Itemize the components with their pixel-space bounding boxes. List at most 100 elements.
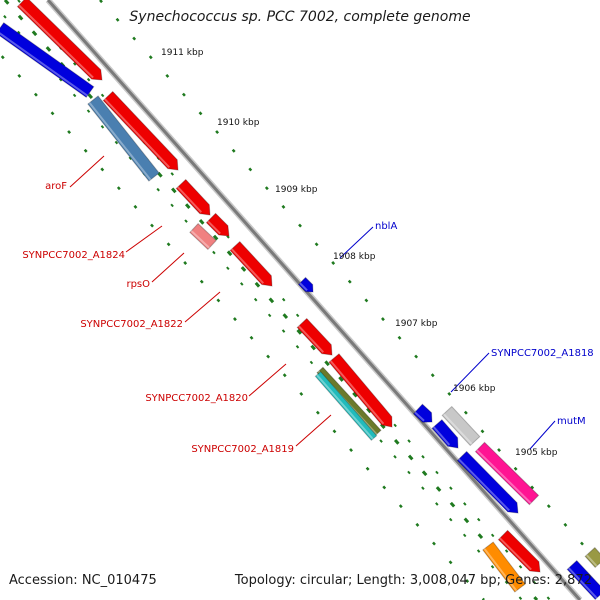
- gene-bar-shape: [497, 529, 541, 573]
- gene-bar-shape: [314, 370, 378, 442]
- gene-bar: [0, 22, 95, 98]
- gene-bar-shape: [474, 441, 540, 506]
- gene-label-leader: [295, 414, 332, 447]
- gene-bar-highlight: [88, 102, 152, 181]
- gene-label: SYNPCC7002_A1822: [80, 319, 183, 330]
- gene-label: SYNPCC7002_A1824: [22, 250, 125, 261]
- gene-bar-shape: [297, 276, 314, 293]
- genome-backbone: [45, 0, 583, 600]
- gene-bar-highlight: [299, 282, 308, 291]
- kbp-tick-label: 1906 kbp: [453, 384, 496, 394]
- gene-bar-shape: [328, 353, 393, 428]
- gene-bar-highlight: [567, 567, 598, 599]
- gene-bar-highlight: [316, 374, 374, 440]
- gene-bar-shape: [441, 405, 481, 447]
- gene-label: aroF: [45, 181, 67, 192]
- gene-label: SYNPCC7002_A1820: [145, 393, 248, 404]
- gene-bar: [584, 546, 600, 569]
- gene-label: SYNPCC7002_A1819: [191, 444, 294, 455]
- kbp-tick-label: 1908 kbp: [333, 252, 376, 262]
- genome-title: Synechococcus sp. PCC 7002, complete gen…: [129, 9, 471, 25]
- guide-dotted-line-5: [0, 52, 485, 600]
- topology-summary: Topology: circular; Length: 3,008,047 bp…: [234, 573, 592, 588]
- guide-dotted-line-1: [3, 0, 539, 600]
- gene-bar: [229, 240, 273, 287]
- gene-bar-highlight: [483, 548, 518, 592]
- gene-bar: [497, 529, 541, 573]
- guide-dotted-line-4: [0, 9, 523, 600]
- gene-bar: [102, 90, 179, 171]
- gene-bar-highlight: [18, 4, 94, 79]
- gene-bar-shape: [296, 317, 333, 356]
- gene-label-leader: [529, 420, 556, 450]
- gene-bar: [175, 178, 211, 216]
- gene-bar-shape: [431, 419, 459, 449]
- gene-label: rpsO: [126, 279, 150, 290]
- gene-bar-shape: [189, 222, 217, 251]
- gene-bar-highlight: [207, 220, 221, 235]
- gene-bar-shape: [456, 450, 519, 514]
- gene-label-leader: [339, 226, 374, 259]
- gene-label-leader: [450, 352, 490, 393]
- kbp-tick-label: 1910 kbp: [217, 118, 260, 128]
- gene-bar: [566, 559, 600, 600]
- gene-bar-highlight: [442, 413, 473, 445]
- guide-dotted-line-2: [17, 0, 551, 600]
- gene-bar: [87, 95, 160, 182]
- gene-bar-shape: [175, 178, 211, 216]
- gene-bar-highlight: [414, 411, 425, 422]
- gene-label: mutM: [557, 416, 586, 427]
- gene-label: nblA: [375, 221, 397, 232]
- kbp-tick-label: 1907 kbp: [395, 319, 438, 329]
- gene-bar: [474, 441, 540, 506]
- gene-bar-shape: [16, 0, 103, 81]
- gene-labels: aroF SYNPCC7002_A1824 rpsO SYNPCC7002_A1822…: [22, 181, 593, 455]
- gene-bar-shape: [229, 240, 273, 287]
- gene-bar-shape: [205, 212, 230, 237]
- gene-bar: [441, 405, 481, 447]
- gene-bar-highlight: [190, 230, 210, 249]
- gene-bar: [456, 450, 519, 514]
- gene-bar-highlight: [104, 98, 170, 168]
- gene-bar: [412, 403, 433, 423]
- gene-bar-highlight: [0, 32, 88, 97]
- gene-bar-highlight: [476, 449, 532, 504]
- gene-bar-shape: [482, 541, 526, 593]
- accession-text: Accession: NC_010475: [9, 573, 157, 588]
- gene-label-leader: [151, 252, 185, 283]
- gene-bar: [328, 353, 393, 428]
- gene-bar: [296, 317, 333, 356]
- gene-bar: [205, 212, 230, 237]
- gene-bar-highlight: [230, 248, 264, 284]
- gene-bar-highlight: [297, 325, 324, 353]
- gene-bar-highlight: [329, 360, 385, 425]
- gene-bar-shape: [412, 403, 433, 423]
- gene-bar-highlight: [458, 458, 510, 512]
- gene-bar-highlight: [432, 426, 451, 446]
- gene-bar-shape: [566, 559, 600, 600]
- kbp-tick-label: 1905 kbp: [515, 448, 558, 458]
- gene-label-leader: [69, 155, 105, 188]
- kbp-tick-label: 1911 kbp: [161, 48, 204, 58]
- gene-bar-shape: [584, 546, 600, 569]
- gene-label: SYNPCC7002_A1818: [491, 348, 594, 359]
- gene-bar: [16, 0, 103, 81]
- gene-bar: [189, 222, 217, 251]
- gene-bar: [314, 370, 378, 442]
- gene-bar: [297, 276, 314, 293]
- gene-bar-shape: [0, 22, 95, 98]
- gene-bar-highlight: [585, 554, 598, 567]
- gene-bar-shape: [102, 90, 179, 171]
- gene-bar-highlight: [176, 186, 202, 213]
- gene-bar: [482, 541, 526, 593]
- gene-bar-highlight: [499, 537, 532, 571]
- gene-label-leader: [184, 291, 221, 323]
- gene-bar: [431, 419, 459, 449]
- gene-label-leader: [248, 363, 287, 397]
- gene-label-leaders: [69, 155, 556, 450]
